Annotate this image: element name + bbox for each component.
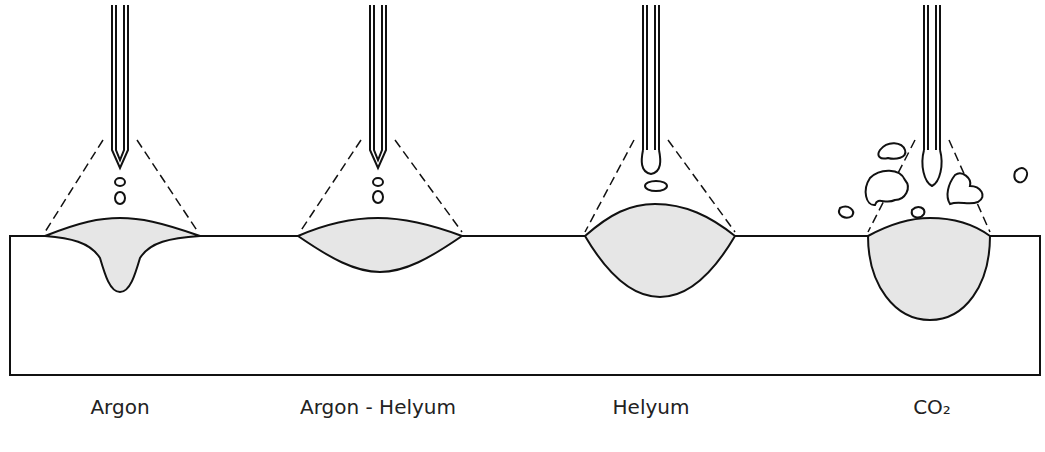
gas-label: Argon - Helyum (300, 395, 456, 419)
metal-droplet (115, 150, 942, 204)
weld-bead (868, 218, 990, 320)
gas-label: Helyum (613, 395, 690, 419)
weld-bead (585, 204, 735, 297)
spatter (839, 143, 1027, 217)
weld-bead (298, 218, 462, 272)
gas-label: Argon (90, 395, 149, 419)
weld-bead (45, 218, 200, 292)
electrode (112, 5, 940, 168)
gas-label: CO₂ (913, 395, 951, 419)
gas-cone (45, 140, 990, 232)
